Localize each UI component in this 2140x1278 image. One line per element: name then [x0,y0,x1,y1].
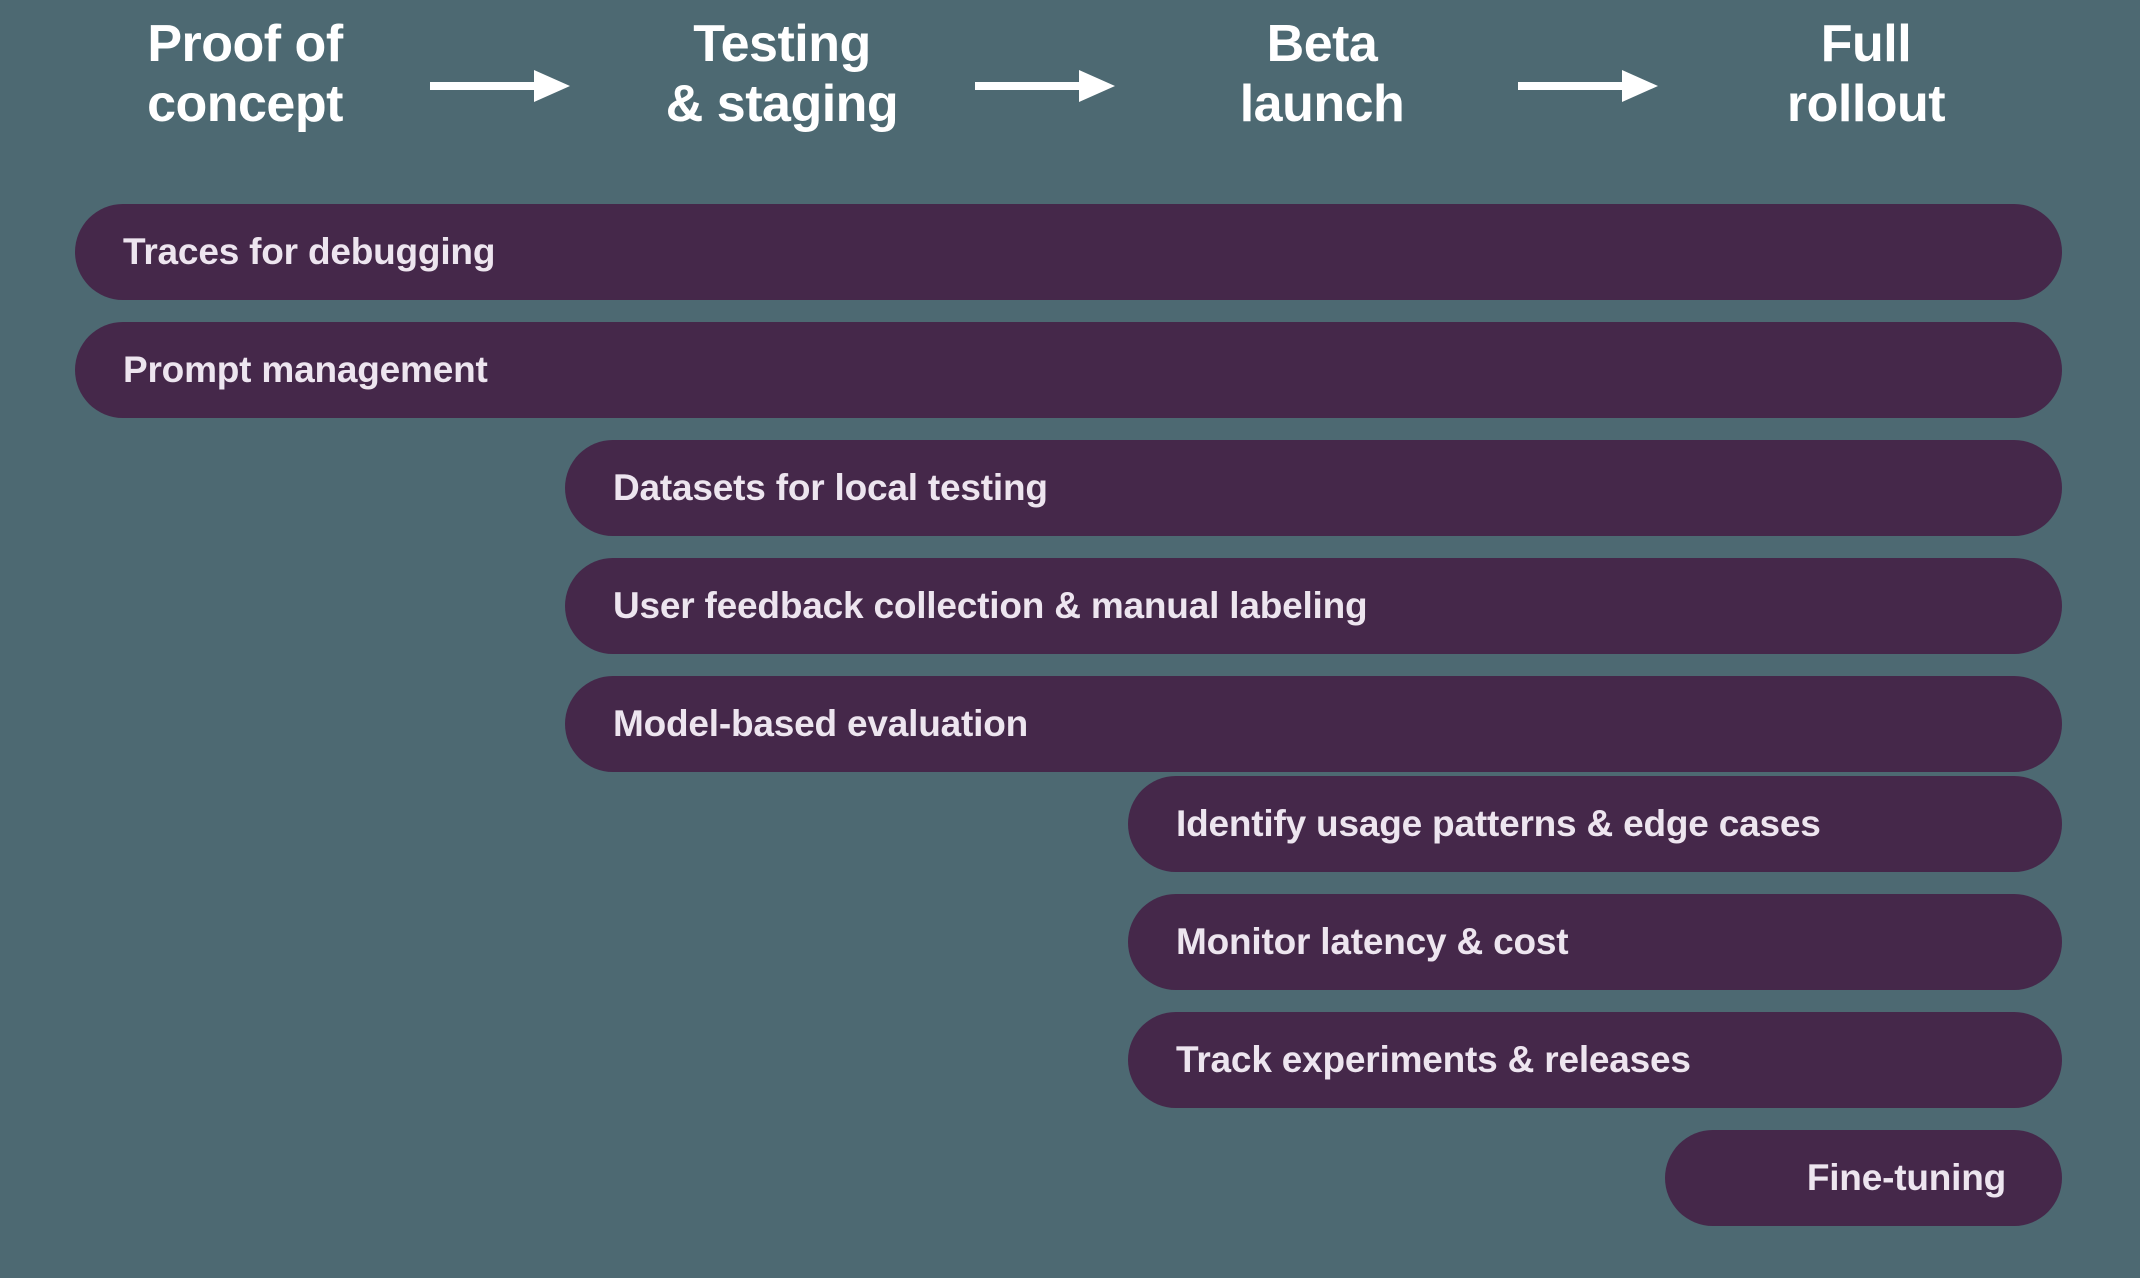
phase-transition-arrow-icon [975,66,1125,106]
capability-pill-traces-for-debugging[interactable]: Traces for debugging [75,204,2062,300]
capability-pill-label: User feedback collection & manual labeli… [613,585,1368,626]
capability-pill-monitor-latency-and-cost[interactable]: Monitor latency & cost [1128,894,2062,990]
capability-pill-track-experiments-and-releases[interactable]: Track experiments & releases [1128,1012,2062,1108]
phase-transition-arrow-icon [430,66,580,106]
phase-label-full-rollout: Full rollout [1786,15,1946,134]
capability-pill-label: Fine-tuning [1806,1157,2006,1198]
capability-pill-label: Identify usage patterns & edge cases [1176,803,1821,844]
capability-pill-label: Datasets for local testing [613,467,1048,508]
capability-pill-label: Model-based evaluation [613,703,1029,744]
phase-header-row: Proof of concept Testing & staging Beta la… [0,0,2140,180]
phase-transition-arrow-icon [1518,66,1668,106]
capability-pill-fine-tuning[interactable]: Fine-tuning [1665,1130,2062,1226]
capability-pill-label: Monitor latency & cost [1176,921,1569,962]
phase-label-proof-of-concept: Proof of concept [147,15,343,134]
capability-pill-datasets-for-local-testing[interactable]: Datasets for local testing [565,440,2062,536]
capability-pill-prompt-management[interactable]: Prompt management [75,322,2062,418]
capability-pill-label: Traces for debugging [123,231,496,272]
capability-pill-label: Prompt management [123,349,488,390]
capability-pill-model-based-evaluation[interactable]: Model-based evaluation [565,676,2062,772]
phase-label-testing-and-staging: Testing & staging [665,15,899,134]
capability-pill-identify-usage-patterns-and-edge-cases[interactable]: Identify usage patterns & edge cases [1128,776,2062,872]
capability-pill-user-feedback-collection-and-manual-labeling[interactable]: User feedback collection & manual labeli… [565,558,2062,654]
capability-pill-label: Track experiments & releases [1176,1039,1691,1080]
phase-label-beta-launch: Beta launch [1239,15,1405,134]
